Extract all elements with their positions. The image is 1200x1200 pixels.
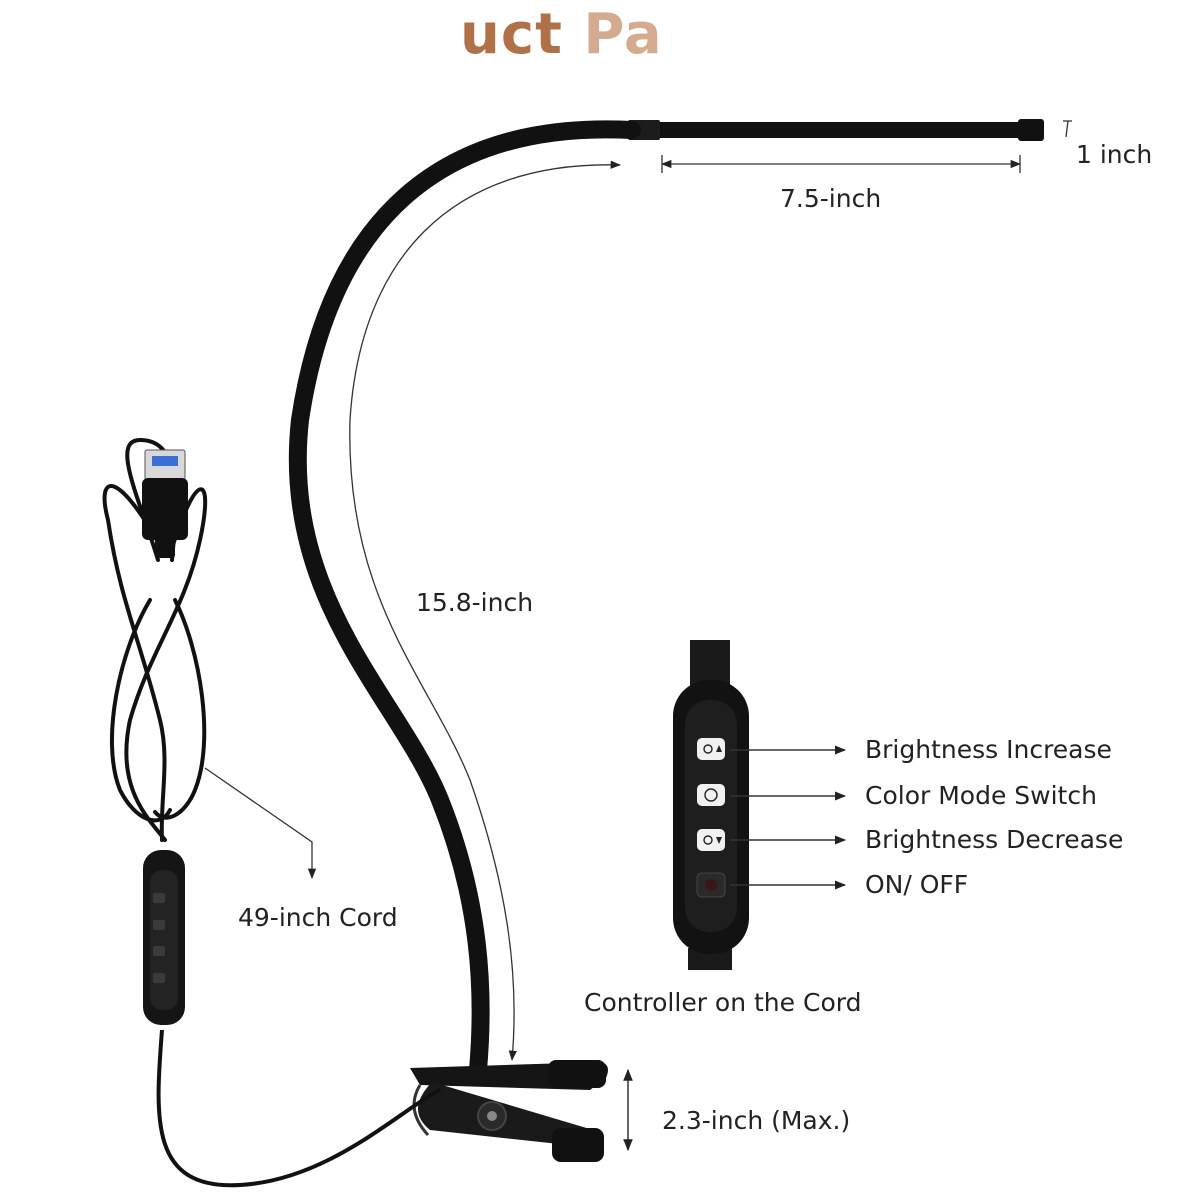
power-icon: [696, 872, 726, 898]
on-off-label: ON/ OFF: [865, 870, 969, 899]
controller-leader-lines: [730, 745, 847, 890]
color-cycle-icon: [697, 784, 725, 806]
lamp-head: [628, 119, 1044, 141]
title-left: uct: [460, 2, 563, 67]
title-right: Pa: [583, 2, 663, 67]
gooseneck-arm: [288, 120, 641, 1079]
clip-opening-label: 2.3-inch (Max.): [662, 1106, 851, 1135]
clamp-base: [410, 1060, 608, 1162]
controller-buttons: [696, 738, 726, 898]
head-length-dimension: [660, 155, 1022, 173]
cord-length-label: 49-inch Cord: [238, 903, 398, 932]
head-length-label: 7.5-inch: [780, 184, 882, 213]
sun-up-icon: [697, 738, 725, 760]
head-thickness-label: 1 inch: [1076, 140, 1153, 169]
neck-length-label: 15.8-inch: [416, 588, 534, 617]
cord-pointer-line: [204, 767, 317, 880]
brightness-decrease-label: Brightness Decrease: [865, 825, 1124, 854]
color-mode-switch-label: Color Mode Switch: [865, 781, 1097, 810]
neck-dimension-line: [349, 160, 622, 1062]
sun-down-icon: [697, 829, 725, 851]
controller-caption: Controller on the Cord: [584, 988, 862, 1017]
usb-plug: [142, 449, 188, 558]
page-title: uct Pa: [460, 2, 663, 67]
brightness-increase-label: Brightness Increase: [865, 735, 1112, 764]
inline-controller: [143, 850, 185, 1025]
head-thickness-dimension: [1063, 120, 1072, 138]
cord-to-clamp: [156, 1029, 441, 1188]
